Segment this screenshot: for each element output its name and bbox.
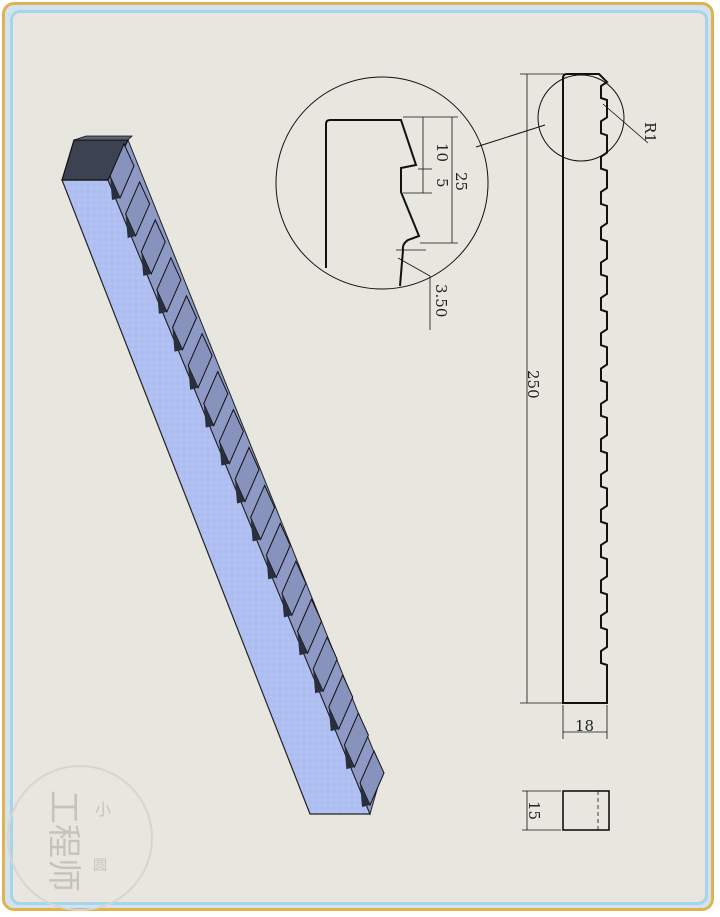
dim-tooth-top: 10 (433, 143, 451, 162)
rack-front-face (61, 179, 371, 815)
length-dimension-lines (520, 73, 572, 704)
detail-leader (475, 124, 546, 148)
rack-tooth-shadow (110, 176, 120, 200)
rack-tooth (234, 446, 260, 503)
rack-tooth-shadow (203, 403, 214, 428)
rack-tooth-shadow (328, 707, 339, 732)
rack-tooth-shadow (141, 251, 152, 276)
rack-tooth-shadow (344, 745, 355, 770)
thickness-dimension-lines (522, 790, 561, 831)
rack-tooth-shadow (266, 555, 277, 580)
rack-tooth-shadow (125, 213, 136, 238)
detail-circle (275, 76, 489, 290)
rack-tooth-shadow (281, 593, 292, 618)
dim-tooth-depth: 3.50 (432, 284, 450, 317)
rack-tooth (156, 256, 182, 314)
rack-tooth-shadow (297, 631, 308, 656)
rack-tooth-shadow (235, 479, 245, 504)
width-dimension-lines (562, 705, 608, 739)
rack-tooth (218, 408, 244, 465)
watermark-stamp: 圆 (93, 858, 107, 874)
dim-tooth-gap: 5 (433, 178, 451, 188)
front-profile (562, 73, 609, 704)
fillet-leader (602, 103, 649, 144)
rack-teeth (109, 142, 385, 807)
watermark-mark: 小 (95, 800, 111, 819)
watermark-seal (7, 765, 153, 911)
detail-view (275, 76, 546, 330)
watermark: 工程师 小 圆 (7, 765, 153, 911)
rack-tooth (187, 332, 213, 389)
dim-tooth-pitch: 25 (452, 172, 470, 191)
detail-profile (325, 119, 421, 287)
rack-tooth (125, 180, 151, 238)
rack-tooth (203, 370, 229, 427)
rack-tooth (171, 294, 198, 351)
watermark-text: 工程师 (43, 790, 83, 892)
rack-tooth-shadow (360, 783, 370, 807)
end-view-rect (562, 790, 610, 831)
end-view (522, 790, 610, 831)
rack-tooth-shadow (172, 327, 183, 352)
front-view (520, 73, 649, 739)
rack-tooth-shadow (156, 289, 167, 314)
rack-end-top (73, 135, 133, 141)
rack-tooth-shadow (250, 517, 261, 542)
rack-tooth (140, 218, 166, 276)
rack-tooth-shadow (219, 441, 230, 466)
fillet-detail-circle (537, 74, 625, 162)
dim-width: 18 (575, 717, 594, 735)
rack-tooth-shadow (313, 669, 324, 694)
rack-tooth-shadow (188, 365, 199, 390)
dim-fillet-radius: R1 (641, 122, 659, 143)
dim-thickness: 15 (525, 801, 543, 820)
dim-total-length: 250 (524, 370, 542, 399)
isometric-rack-view (61, 135, 385, 816)
detail-dimension-lines (396, 116, 458, 330)
